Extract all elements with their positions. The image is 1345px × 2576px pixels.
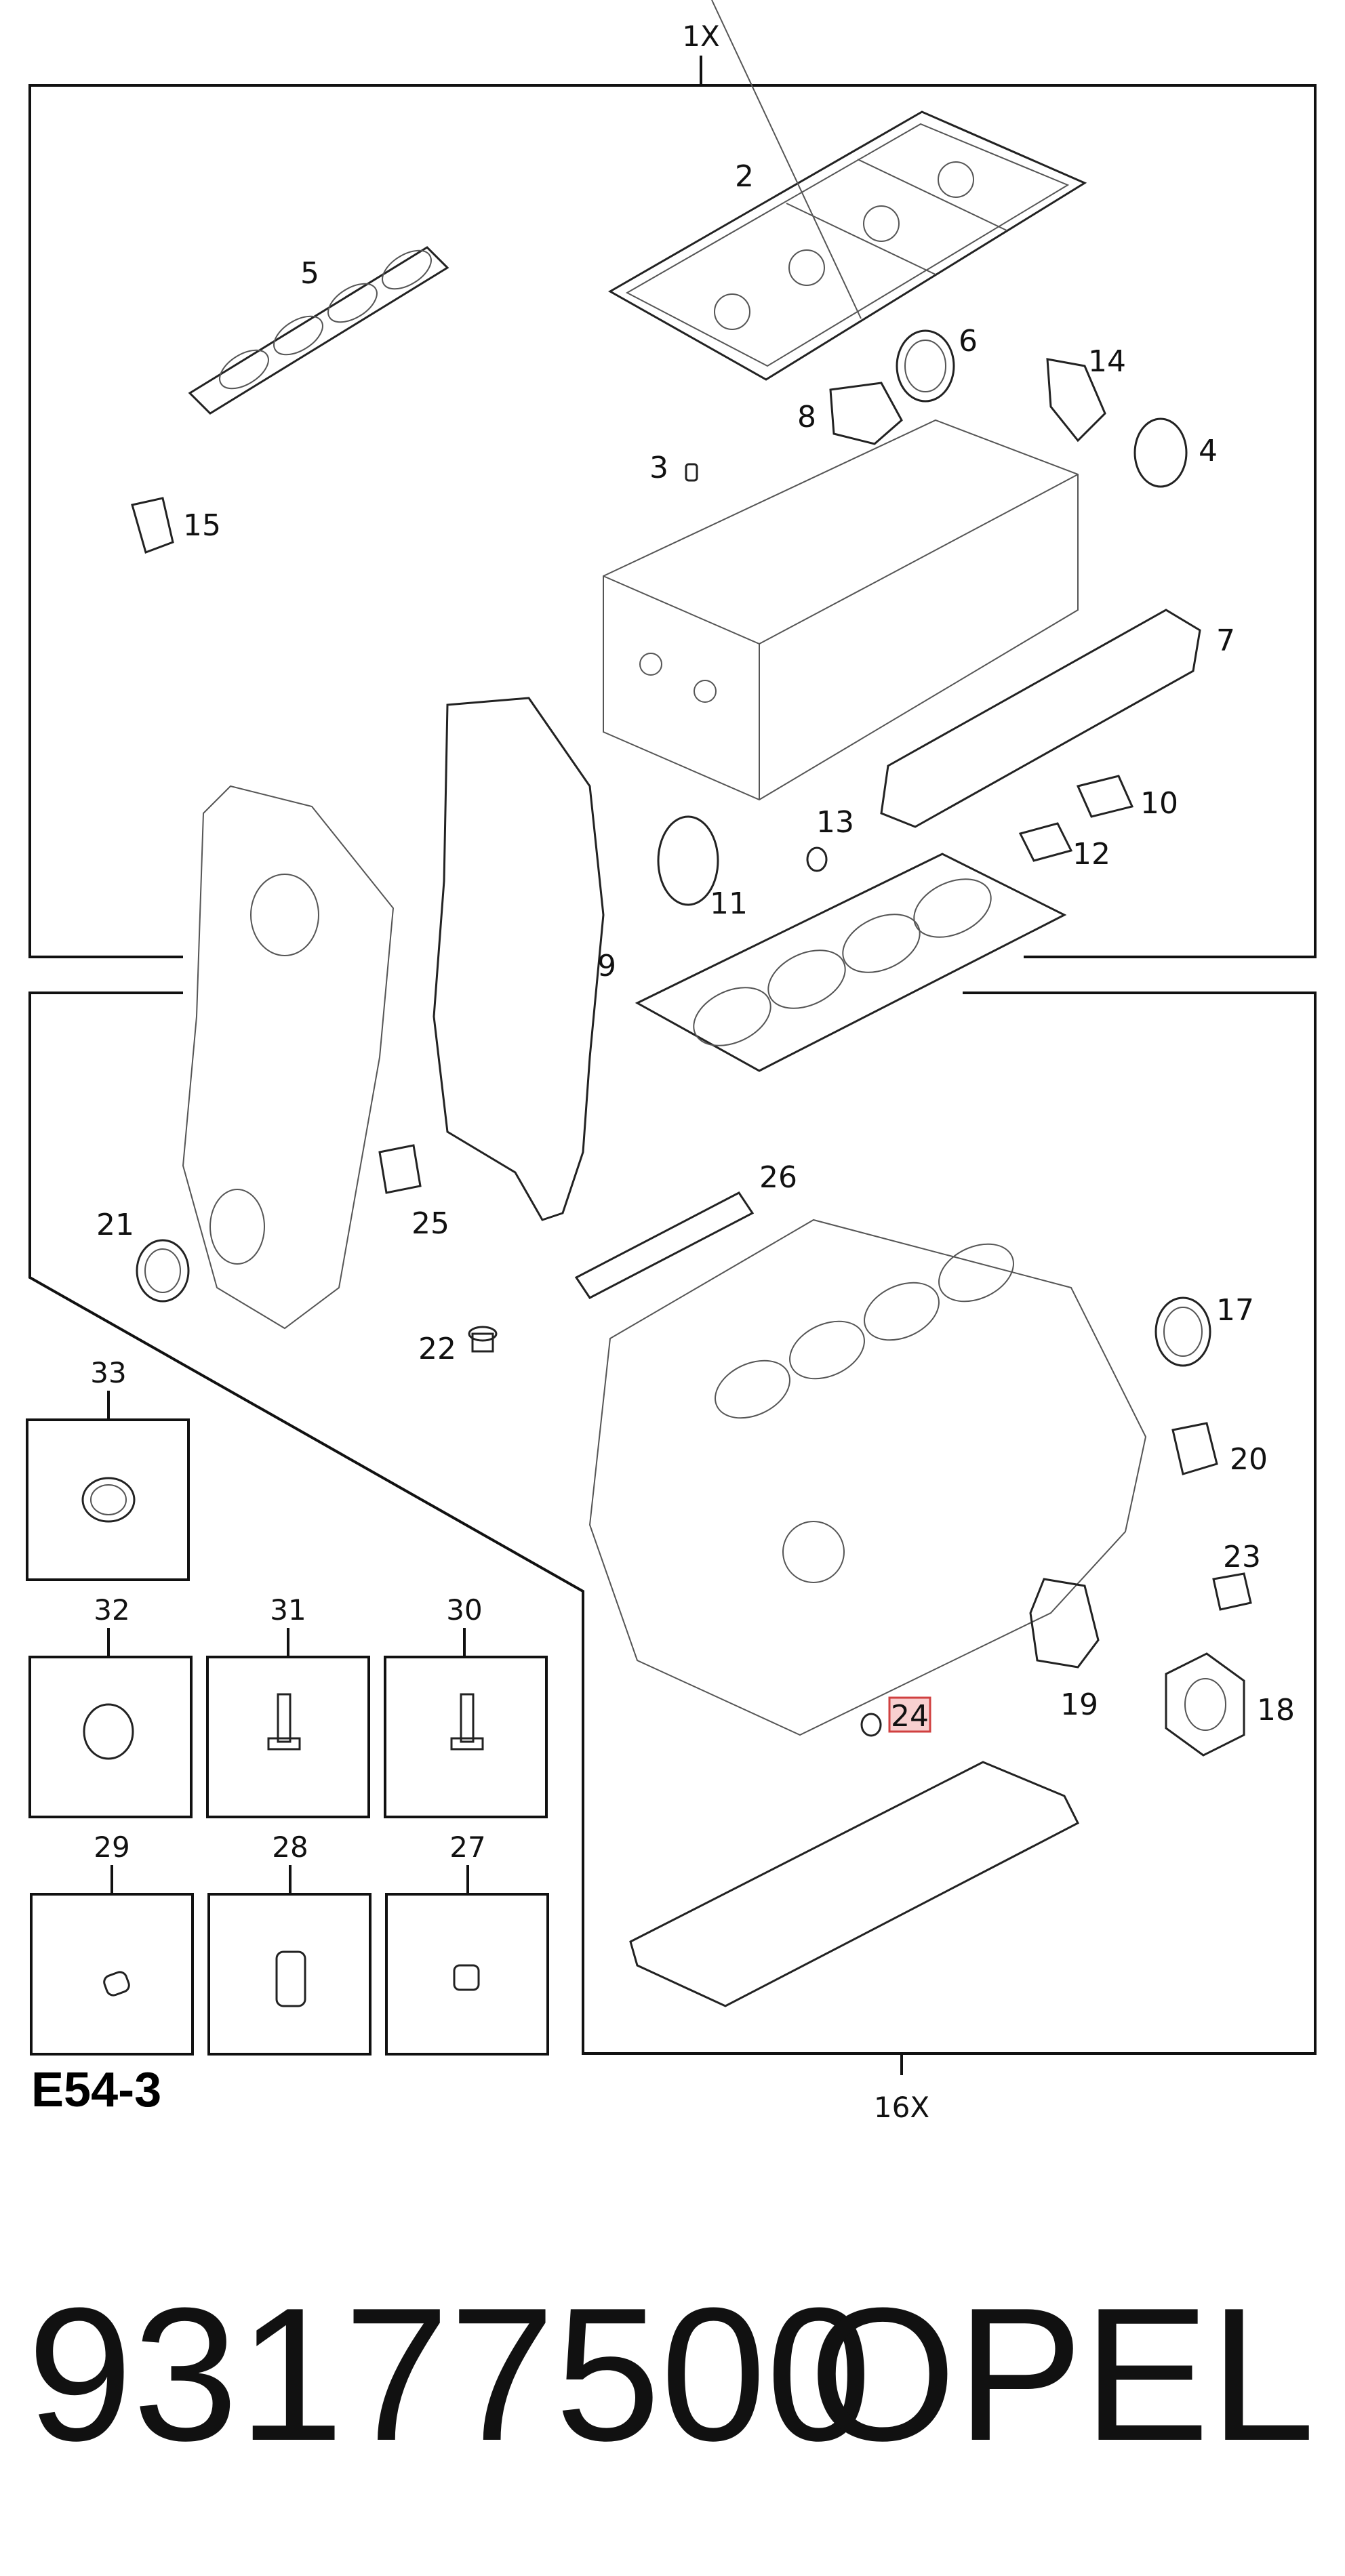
quantity-bottom: 16X xyxy=(874,2091,929,2124)
part-6-seal-ring xyxy=(896,329,955,403)
part-7-exhaust-gasket xyxy=(880,609,1201,828)
part-9-timing-cover-gasket xyxy=(433,697,605,1221)
part-box-33: 33 xyxy=(26,1356,190,1581)
callout-8: 8 xyxy=(797,400,816,434)
callout-3: 3 xyxy=(649,451,668,485)
part-2-valve-cover-gasket xyxy=(607,0,1087,381)
part-25-gasket xyxy=(378,1144,422,1194)
part-box-30: 30 xyxy=(384,1593,548,1818)
callout-22: 22 xyxy=(418,1332,456,1366)
part-19-pump-gasket xyxy=(1029,1578,1100,1669)
callout-2: 2 xyxy=(735,159,754,194)
callout-11: 11 xyxy=(710,886,748,921)
oil-pan-gasket xyxy=(629,1761,1080,2007)
cylinder-head xyxy=(603,419,1079,801)
part-5-intake-gasket xyxy=(188,246,449,415)
callout-4: 4 xyxy=(1199,434,1218,468)
upper-kit-frame xyxy=(28,56,1317,958)
callout-25: 25 xyxy=(411,1206,449,1241)
box-label-32: 32 xyxy=(94,1593,129,1627)
part-18-flange-gasket xyxy=(1165,1652,1245,1757)
part-13-o-ring xyxy=(806,846,828,872)
part-8-flange-gasket xyxy=(829,382,903,445)
callout-labels: 2 3 4 5 6 7 8 9 10 11 12 13 14 15 17 18 … xyxy=(96,159,1295,1734)
callout-21: 21 xyxy=(96,1208,134,1242)
callout-18: 18 xyxy=(1257,1693,1295,1727)
callout-17: 17 xyxy=(1216,1293,1254,1328)
part-24-o-ring xyxy=(860,1713,882,1737)
part-3-dowel xyxy=(685,463,698,482)
box-label-29: 29 xyxy=(94,1831,129,1864)
part-box-28: 28 xyxy=(207,1831,372,2056)
figure-code: E54-3 xyxy=(31,2063,161,2117)
callout-26: 26 xyxy=(759,1160,797,1195)
callout-6: 6 xyxy=(959,324,978,359)
part-box-27: 27 xyxy=(385,1831,549,2056)
quantity-top: 1X xyxy=(682,20,720,53)
callout-14: 14 xyxy=(1088,344,1126,379)
lower-kit-frame xyxy=(28,991,1317,2075)
part-20-gasket xyxy=(1171,1422,1218,1475)
callout-12: 12 xyxy=(1072,837,1110,872)
callout-13: 13 xyxy=(816,805,854,840)
box-label-28: 28 xyxy=(272,1831,308,1864)
callout-20: 20 xyxy=(1230,1442,1268,1477)
callout-23: 23 xyxy=(1223,1540,1261,1574)
callout-24-highlight xyxy=(888,1696,931,1733)
part-15-seal xyxy=(131,497,174,554)
part-box-32: 32 xyxy=(28,1593,193,1818)
callout-7: 7 xyxy=(1216,623,1235,658)
part-21-seal xyxy=(136,1239,190,1303)
part-26-gasket xyxy=(574,1191,755,1299)
part-4-o-ring xyxy=(1133,417,1188,488)
part-box-31: 31 xyxy=(206,1593,370,1818)
timing-cover xyxy=(182,785,395,1330)
part-12-gasket xyxy=(1018,822,1073,862)
box-label-30: 30 xyxy=(446,1593,482,1627)
part-11-o-ring xyxy=(657,815,719,906)
callout-9: 9 xyxy=(597,949,616,983)
box-label-27: 27 xyxy=(449,1831,485,1864)
callout-24: 24 xyxy=(891,1699,929,1734)
box-label-33: 33 xyxy=(90,1356,126,1389)
brand-name: OPEL xyxy=(809,2269,1315,2480)
cylinder-head-gasket xyxy=(635,853,1067,1072)
part-number: 93177500 xyxy=(27,2269,872,2480)
callout-5: 5 xyxy=(300,256,319,291)
part-14-flange-gasket xyxy=(1046,358,1106,443)
callout-10: 10 xyxy=(1140,786,1178,821)
part-box-29: 29 xyxy=(30,1831,194,2056)
callout-19: 19 xyxy=(1060,1688,1098,1722)
part-10-gasket xyxy=(1076,775,1134,818)
part-23-gasket xyxy=(1212,1572,1252,1611)
part-22-plug xyxy=(468,1326,498,1353)
box-label-31: 31 xyxy=(270,1593,306,1627)
engine-block xyxy=(588,1219,1147,1736)
part-17-rear-seal xyxy=(1155,1296,1211,1367)
callout-15: 15 xyxy=(183,508,221,543)
